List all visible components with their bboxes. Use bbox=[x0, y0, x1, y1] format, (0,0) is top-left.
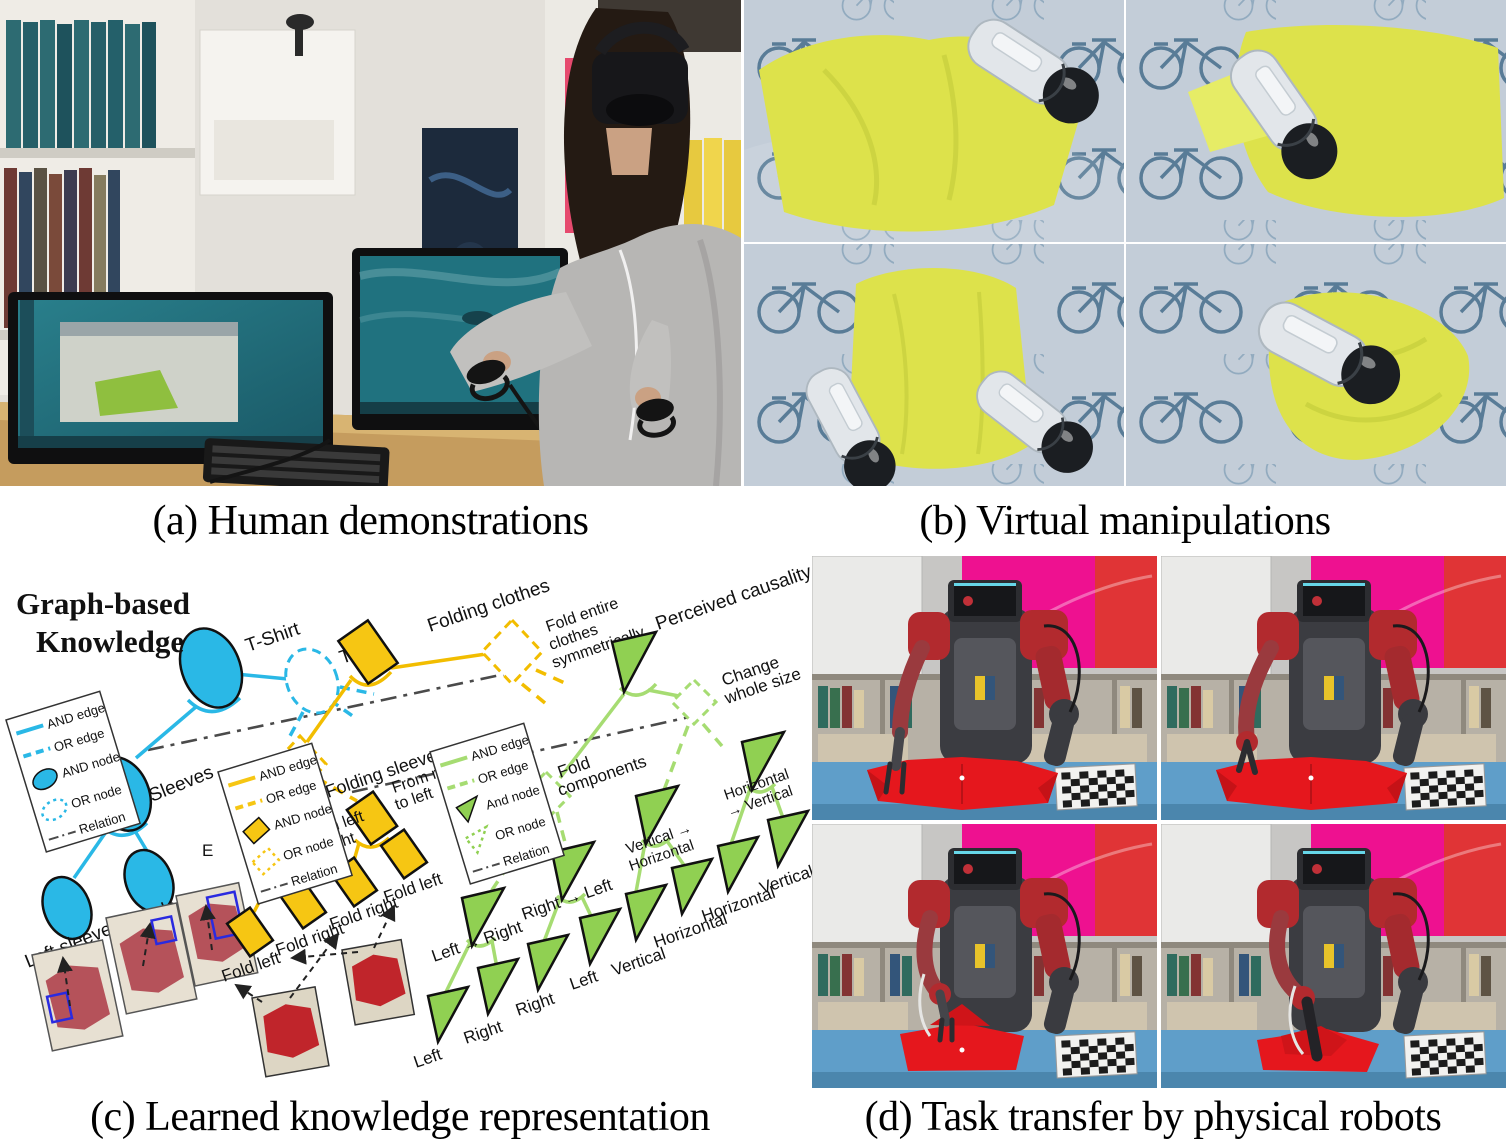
left-monitor bbox=[8, 292, 333, 464]
lower-books bbox=[4, 168, 120, 328]
panel-d-photos bbox=[810, 554, 1506, 1090]
vr-controller-left bbox=[466, 359, 510, 402]
robot-frame-2 bbox=[1159, 554, 1506, 822]
left-arm-pose-2 bbox=[1236, 640, 1279, 775]
left-arm-pose-1 bbox=[883, 640, 930, 795]
headset-strap bbox=[594, 21, 690, 56]
torso-node bbox=[284, 647, 340, 715]
folded-shirt-card-1 bbox=[251, 986, 330, 1078]
graph-title-line2: Knowledge bbox=[36, 624, 184, 659]
panel-c-diagram: T-Shirt Torso Sleeves Left sleeve Right … bbox=[0, 556, 816, 1088]
grid-gap-h bbox=[812, 820, 1506, 824]
cabinet bbox=[199, 14, 356, 196]
leaf-right-2 bbox=[526, 933, 571, 994]
legend-yellow: AND edge OR edge AND node OR node Relati… bbox=[217, 742, 354, 905]
caption-d-text: (d) Task transfer by physical robots bbox=[864, 1094, 1442, 1140]
caption-d: (d) Task transfer by physical robots bbox=[800, 1088, 1506, 1146]
yellow-thumbnails bbox=[234, 904, 416, 1078]
leaf-vertical-2 bbox=[766, 809, 811, 870]
sleeves-label: Sleeves bbox=[146, 762, 217, 807]
observation-card-1 bbox=[31, 939, 124, 1052]
right-arm bbox=[629, 320, 671, 408]
leaf-left-1-label: Left bbox=[411, 1044, 444, 1071]
horiz-vert-node bbox=[740, 730, 787, 794]
gripper-fingers bbox=[883, 761, 907, 795]
vr-frame-1 bbox=[744, 0, 1124, 242]
left-right-node bbox=[460, 886, 507, 950]
yellow-grounding-arrows bbox=[234, 904, 396, 1003]
vertical-gripper bbox=[1301, 996, 1323, 1062]
caption-b-text: (b) Virtual manipulations bbox=[919, 498, 1331, 544]
robot-grid bbox=[810, 554, 1506, 1090]
caption-c: (c) Learned knowledge representation bbox=[0, 1088, 800, 1146]
left-arm-pose-3 bbox=[916, 910, 955, 1043]
leaf-left-1 bbox=[426, 985, 471, 1046]
change-whole-size-node bbox=[669, 677, 719, 727]
vr-frame-3 bbox=[744, 244, 1124, 503]
vert-horiz-node bbox=[634, 784, 681, 848]
keyboard bbox=[202, 438, 390, 492]
tshirt-label: T-Shirt bbox=[243, 618, 303, 656]
face bbox=[606, 128, 652, 175]
drawstring bbox=[618, 249, 639, 441]
leaf-left-2 bbox=[578, 907, 623, 968]
caption-a-text: (a) Human demonstrations bbox=[152, 498, 589, 544]
observation-card-2 bbox=[105, 902, 198, 1015]
robot-frame-4 bbox=[1159, 822, 1506, 1090]
fold-left-node-a bbox=[225, 905, 275, 959]
grounding-arrows bbox=[57, 904, 216, 1007]
vr-headset bbox=[592, 21, 690, 126]
person bbox=[450, 8, 741, 487]
webcam bbox=[286, 14, 314, 30]
arm-cable bbox=[1288, 985, 1305, 1055]
folding-clothes-label: Folding clothes bbox=[425, 575, 553, 636]
partial-label-e: E bbox=[202, 841, 213, 860]
legend-blue: AND edge OR edge AND node OR node Relati… bbox=[5, 690, 142, 853]
folding-clothes-node bbox=[336, 618, 400, 686]
vr-controller-right bbox=[636, 398, 676, 438]
from-right-node bbox=[345, 789, 399, 847]
leaf-vertical-2-label: Vertical bbox=[757, 862, 812, 898]
caption-b: (b) Virtual manipulations bbox=[744, 486, 1506, 556]
gripper-claw bbox=[1236, 739, 1258, 775]
leaf-horizontal-2 bbox=[716, 835, 761, 896]
leaf-horizontal-1 bbox=[670, 857, 715, 918]
vr-shirt bbox=[848, 267, 1032, 469]
leaf-right-1-label: Right bbox=[461, 1017, 505, 1048]
fold-left-node-b bbox=[379, 827, 429, 881]
left-arm-pose-4 bbox=[1269, 910, 1323, 1062]
leaf-vertical-1 bbox=[624, 883, 669, 944]
blue-tree: T-Shirt Torso Sleeves Left sleeve Right … bbox=[22, 618, 388, 1052]
vr-frame-2 bbox=[1126, 0, 1506, 242]
teal-books bbox=[6, 20, 156, 148]
leaf-right-2-label: Right bbox=[513, 989, 557, 1020]
folded-shirt-card-2 bbox=[341, 938, 416, 1026]
fold-entire-node bbox=[479, 617, 545, 687]
green-nodes bbox=[426, 630, 811, 1046]
caption-c-text: (c) Learned knowledge representation bbox=[90, 1094, 710, 1140]
panel-b-photos bbox=[744, 0, 1506, 503]
vr-frame-4 bbox=[1126, 244, 1506, 486]
graph-title: Graph-based Knowledge bbox=[16, 586, 190, 659]
virtual-manipulation-grid bbox=[744, 0, 1506, 503]
robot-frame-1 bbox=[810, 554, 1159, 822]
graph-title-line1: Graph-based bbox=[16, 586, 190, 621]
leaf-right-1 bbox=[476, 957, 521, 1018]
arm-cable bbox=[918, 973, 932, 1037]
left-bookshelf bbox=[0, 0, 195, 395]
fold-left-label-b: Fold left bbox=[381, 869, 445, 907]
human-demo-scene bbox=[0, 0, 741, 492]
blue-thumbnails bbox=[31, 881, 259, 1052]
leaf-left-2-label: Left bbox=[567, 966, 600, 993]
panel-a-photo bbox=[0, 0, 741, 492]
tshirt-node bbox=[178, 627, 244, 709]
perceived-causality-node bbox=[610, 630, 659, 696]
left-sleeve-node bbox=[41, 875, 93, 941]
knowledge-graph: T-Shirt Torso Sleeves Left sleeve Right … bbox=[5, 561, 816, 1078]
perceived-causality-label: Perceived causality bbox=[653, 561, 812, 634]
robot-frame-3 bbox=[810, 822, 1159, 1090]
caption-a: (a) Human demonstrations bbox=[0, 486, 741, 556]
legend-green: AND edge OR edge And node OR node Relati… bbox=[429, 722, 566, 885]
